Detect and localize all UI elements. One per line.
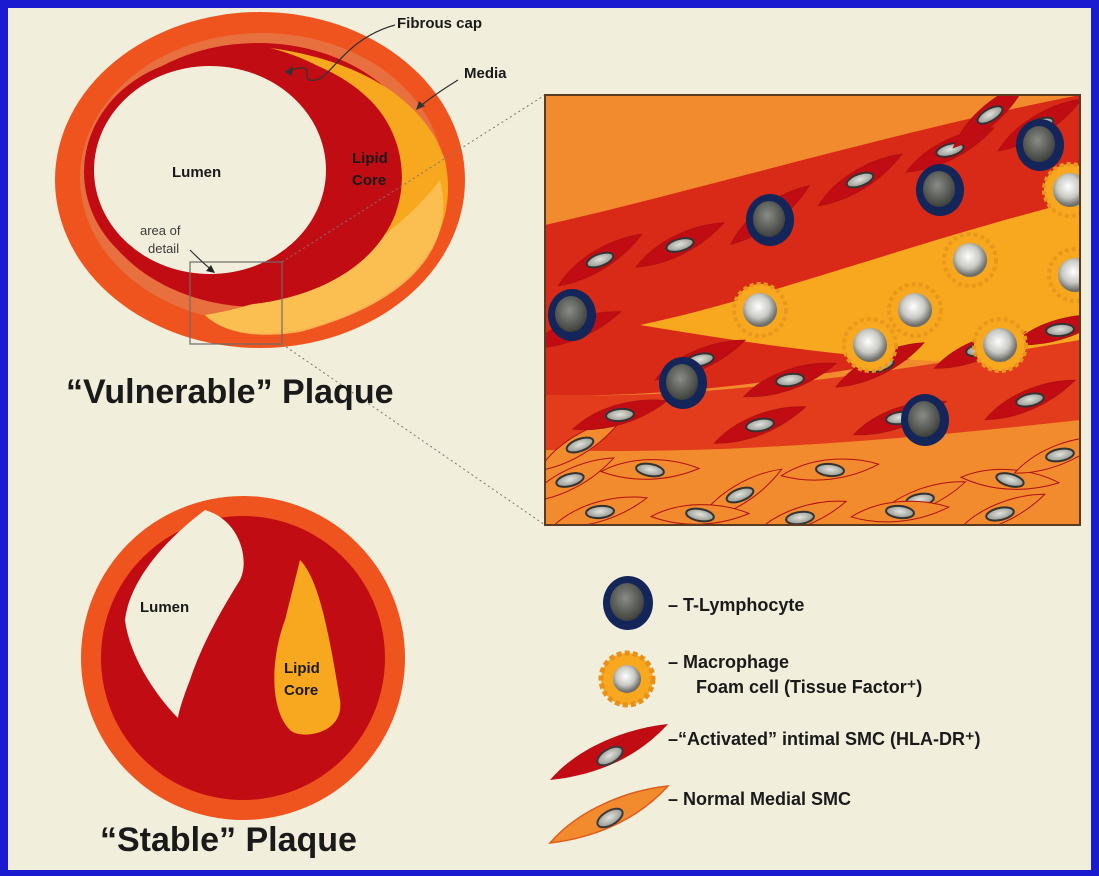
t-lymphocyte-cell: [1016, 119, 1064, 171]
area-of-detail-label-2: detail: [148, 241, 179, 256]
stable-core-label-2: Core: [284, 682, 318, 699]
macrophage-foam-cell: [844, 319, 896, 371]
stable-lipid-label-1: Lipid: [284, 660, 320, 677]
macrophage-foam-cell: [889, 284, 941, 336]
legend-macrophage-1: – Macrophage: [668, 652, 789, 672]
detail-panel: [520, 80, 1099, 536]
macrophage-foam-cell: [944, 234, 996, 286]
legend-t-lymphocyte: – T-Lymphocyte: [668, 595, 804, 615]
t-lymphocyte-cell: [916, 164, 964, 216]
legend-normal-smc: – Normal Medial SMC: [668, 789, 851, 809]
t-lymphocyte-cell: [659, 357, 707, 409]
t-lymphocyte-cell: [901, 394, 949, 446]
macrophage-foam-cell-icon: [601, 653, 653, 705]
macrophage-foam-cell: [734, 284, 786, 336]
vulnerable-core-label-2: Core: [352, 172, 386, 189]
vulnerable-plaque-title: “Vulnerable” Plaque: [66, 373, 394, 411]
vulnerable-lipid-label-1: Lipid: [352, 150, 388, 167]
media-label: Media: [464, 65, 507, 82]
stable-plaque-title: “Stable” Plaque: [100, 821, 357, 859]
fibrous-cap-label: Fibrous cap: [397, 15, 482, 32]
vulnerable-lumen-label: Lumen: [172, 164, 221, 181]
stable-lumen-label: Lumen: [140, 599, 189, 616]
t-lymphocyte-cell: [548, 289, 596, 341]
t-lymphocyte-cell: [746, 194, 794, 246]
t-lymphocyte-icon: [603, 576, 653, 630]
area-of-detail-label-1: area of: [140, 223, 181, 238]
legend-macrophage-2: Foam cell (Tissue Factor⁺): [696, 677, 922, 697]
legend-activated-smc: –“Activated” intimal SMC (HLA-DR⁺): [668, 729, 981, 749]
macrophage-foam-cell: [974, 319, 1026, 371]
